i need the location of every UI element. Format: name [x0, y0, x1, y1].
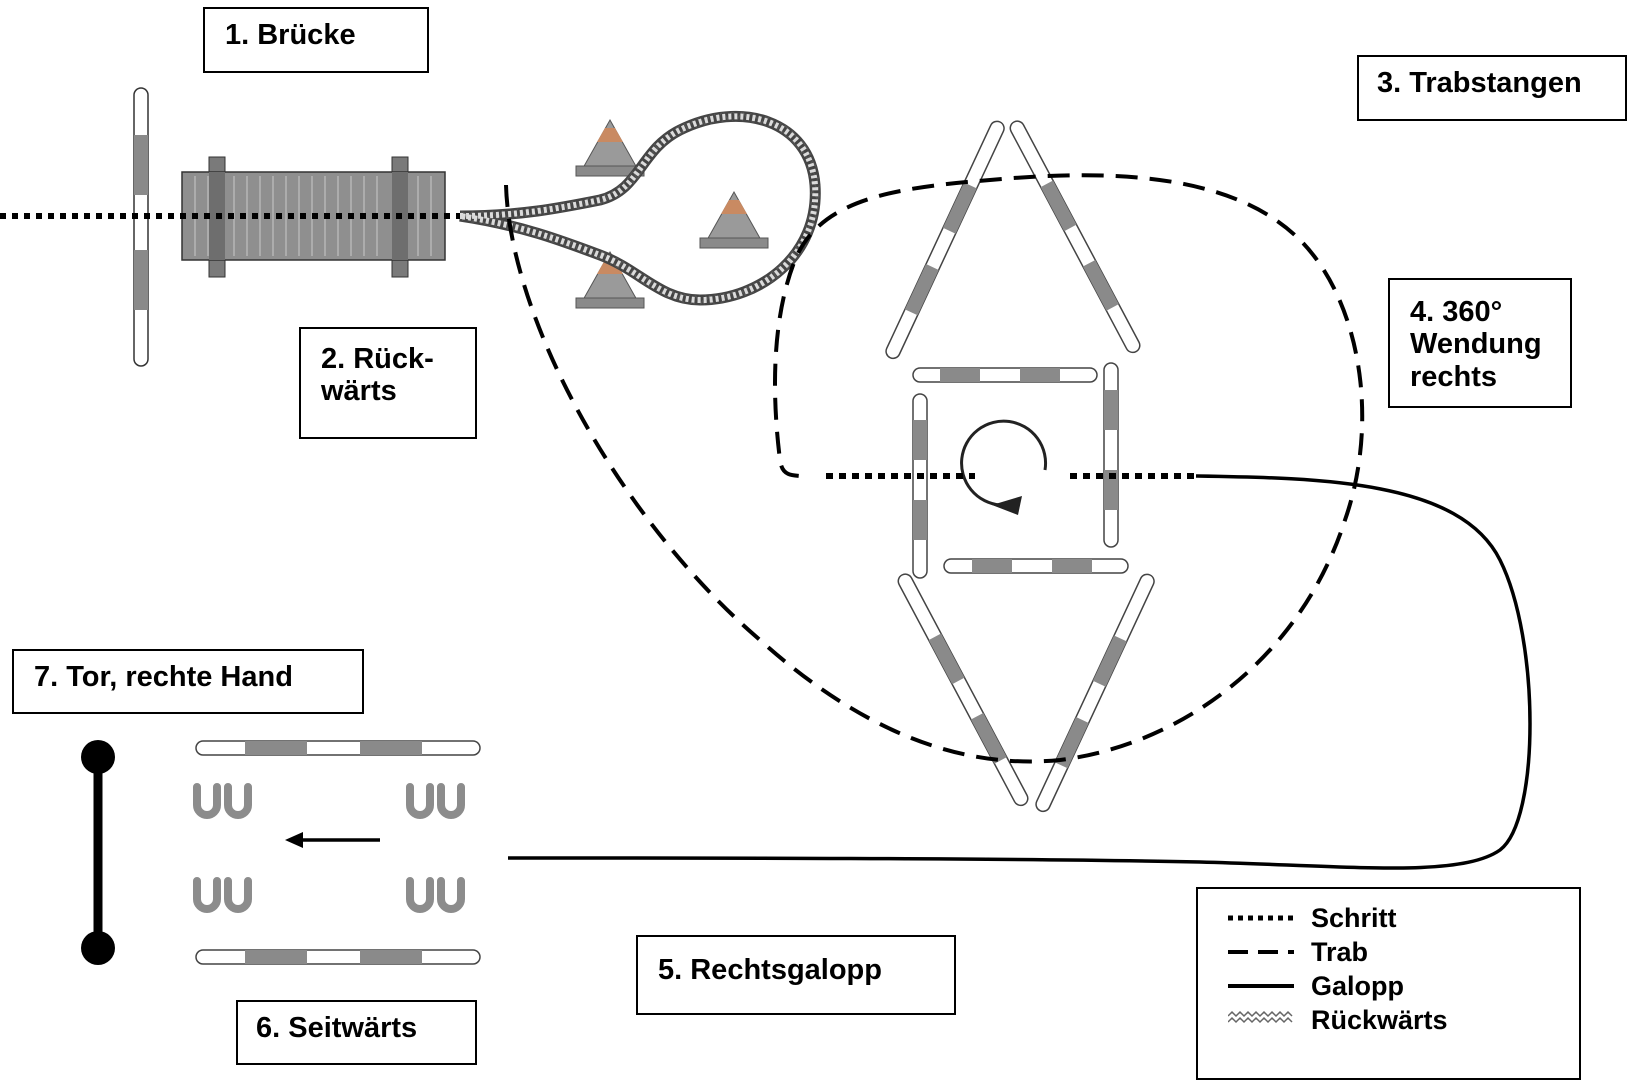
pole: [195, 949, 481, 965]
cone-top: [575, 118, 645, 177]
wavy-line-icon: [1228, 1010, 1293, 1024]
canter-path: [507, 474, 1532, 870]
pole: [943, 558, 1129, 574]
station-title-line: 2. Rück-: [321, 343, 434, 375]
sideways-obstacle: [193, 740, 481, 965]
legend-label: Trab: [1311, 937, 1369, 967]
pole: [133, 87, 149, 367]
legend-item-galopp: Galopp: [1198, 969, 1579, 1003]
station-label-wendung: 4. 360° Wendung rechts: [1388, 278, 1572, 408]
station-label-seitwaerts: 6. Seitwärts: [236, 1000, 477, 1065]
station-title: 6. Seitwärts: [256, 1012, 418, 1044]
station-label-bruecke: 1. Brücke: [203, 7, 429, 73]
station-title-line: wärts: [321, 375, 397, 408]
pole: [195, 740, 481, 756]
legend-label: Schritt: [1311, 903, 1397, 933]
station-title-line: 4. 360°: [1410, 296, 1503, 328]
horseshoe-icon: [193, 783, 252, 819]
dotted-line-icon: [1228, 915, 1294, 921]
dashed-line-icon: [1228, 950, 1294, 954]
turn-square: [912, 362, 1129, 579]
legend-label: Rückwärts: [1311, 1005, 1448, 1035]
backward-path: [459, 110, 821, 306]
trot-poles: [885, 120, 1155, 813]
station-title: 3. Trabstangen: [1377, 67, 1582, 99]
horseshoe-icon: [193, 877, 252, 913]
legend-item-trab: Trab: [1198, 935, 1579, 969]
legend-item-schritt: Schritt: [1198, 901, 1579, 935]
solid-line-icon: [1228, 984, 1294, 988]
cone-middle: [699, 190, 769, 249]
horseshoe-icon: [406, 783, 465, 819]
horseshoe-icon: [406, 877, 465, 913]
station-label-galopp: 5. Rechtsgalopp: [636, 935, 956, 1015]
station-title-line: Wendung: [1410, 328, 1542, 361]
station-title-line: rechts: [1410, 360, 1498, 393]
gate-obstacle: [81, 740, 115, 965]
legend: Schritt Trab Galopp Rückwärts: [1196, 887, 1581, 1080]
station-title: 1. Brücke: [225, 19, 356, 51]
rotation-arrow-icon: [960, 419, 1048, 515]
station-title: 5. Rechtsgalopp: [658, 954, 882, 986]
pole: [912, 393, 928, 579]
station-title: 7. Tor, rechte Hand: [34, 661, 293, 693]
arrow-left-icon: [285, 832, 380, 848]
station-label-trabstangen: 3. Trabstangen: [1357, 55, 1627, 121]
pole: [1103, 362, 1119, 548]
bridge-obstacle: [133, 87, 446, 367]
pole: [912, 367, 1098, 383]
legend-item-rueckwaerts: Rückwärts: [1198, 1003, 1579, 1037]
station-label-tor: 7. Tor, rechte Hand: [12, 649, 364, 714]
legend-label: Galopp: [1311, 971, 1404, 1001]
station-label-rueckwaerts: 2. Rück- wärts: [299, 327, 477, 439]
